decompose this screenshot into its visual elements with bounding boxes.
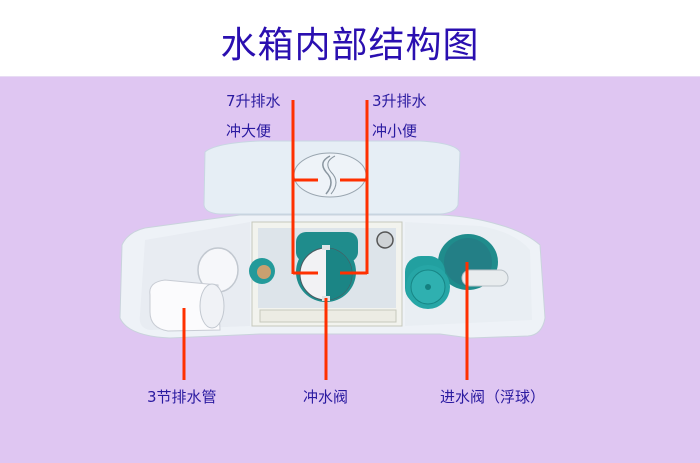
label-small-flush: 冲小便 <box>372 122 418 140</box>
page-title: 水箱内部结构图 <box>220 25 480 66</box>
tank-lid <box>203 140 461 215</box>
label-big-flush: 冲大便 <box>226 122 272 140</box>
label-7l-flush: 7升排水 <box>226 92 281 110</box>
pointer-lines <box>182 100 469 380</box>
label-3l-flush: 3升排水 <box>372 92 427 110</box>
label-flush-valve: 冲水阀 <box>303 388 349 406</box>
flush-valve-icon <box>296 232 358 302</box>
small-valve-icon <box>249 258 275 284</box>
label-drain-pipe: 3节排水管 <box>147 388 217 406</box>
gauge-icon <box>376 231 394 249</box>
label-inlet-valve: 进水阀（浮球） <box>440 388 546 406</box>
drain-pipe-icon <box>149 247 239 332</box>
header-bar: 水箱内部结构图 <box>0 0 700 77</box>
